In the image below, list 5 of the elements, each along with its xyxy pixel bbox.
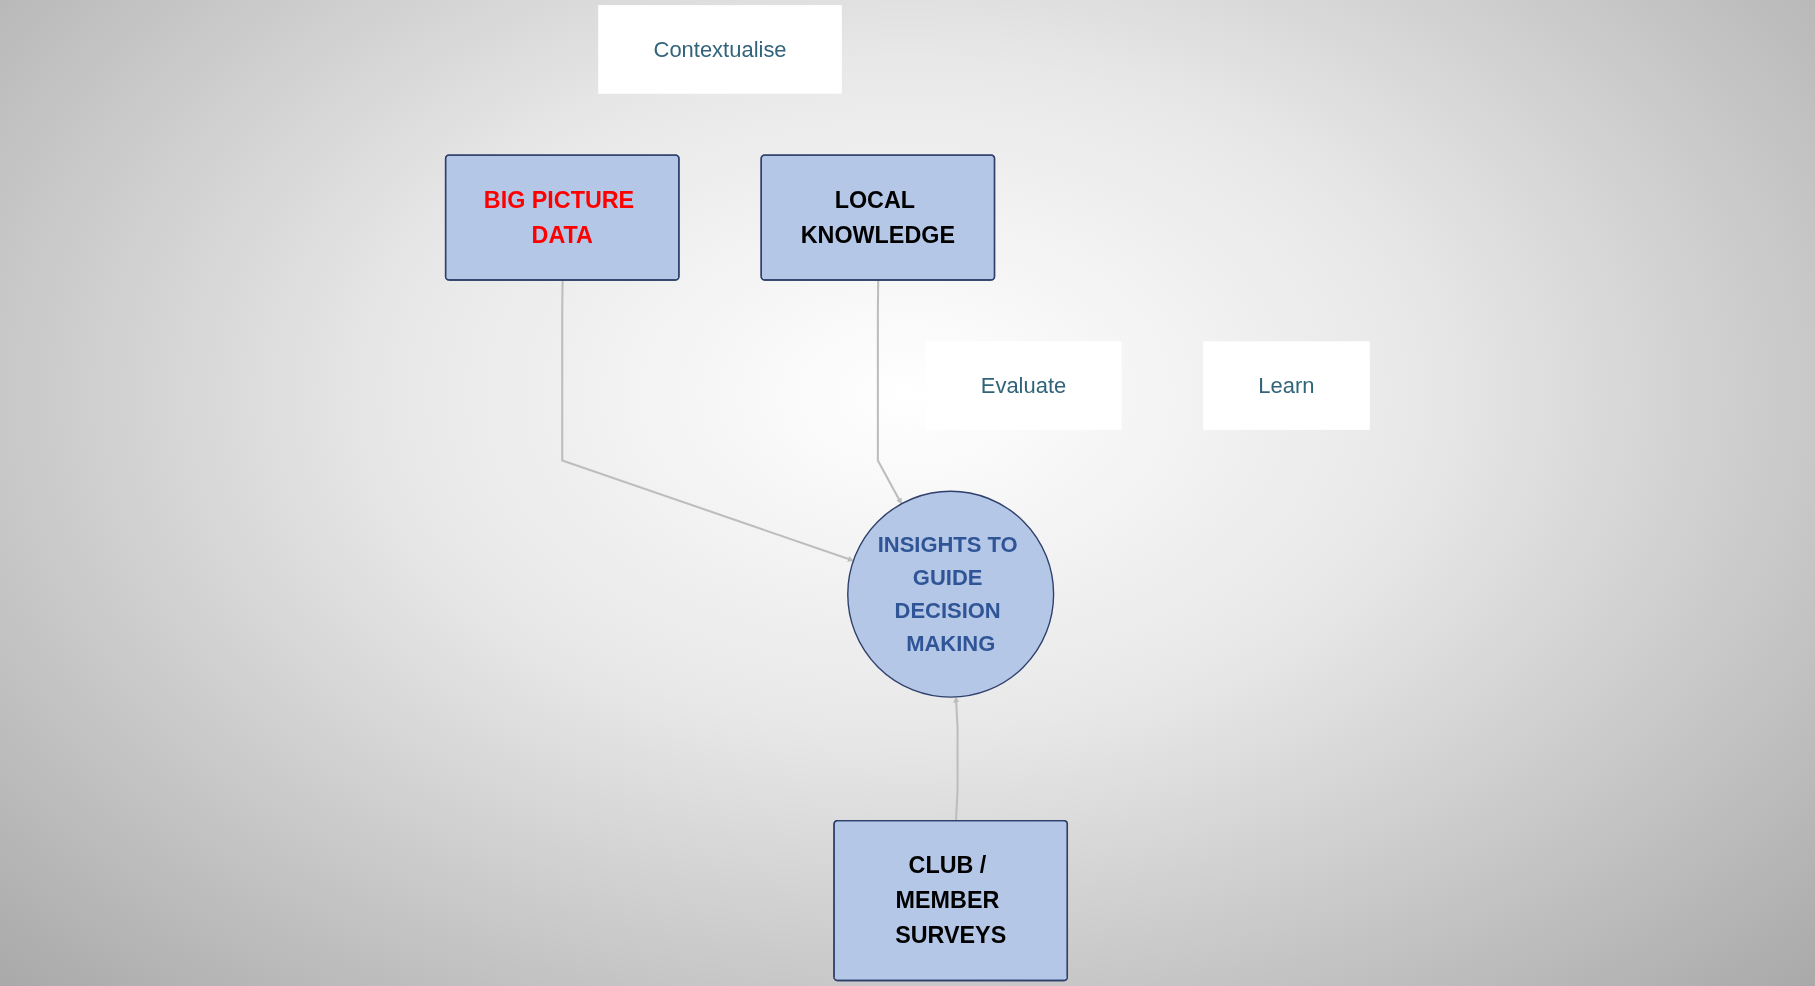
node-circle: INSIGHTS TO GUIDE DECISION MAKING: [847, 490, 1055, 698]
arrow: [561, 280, 854, 562]
arrow: [876, 280, 902, 505]
arrow: [953, 696, 960, 822]
node-box: Contextualise: [598, 5, 842, 94]
